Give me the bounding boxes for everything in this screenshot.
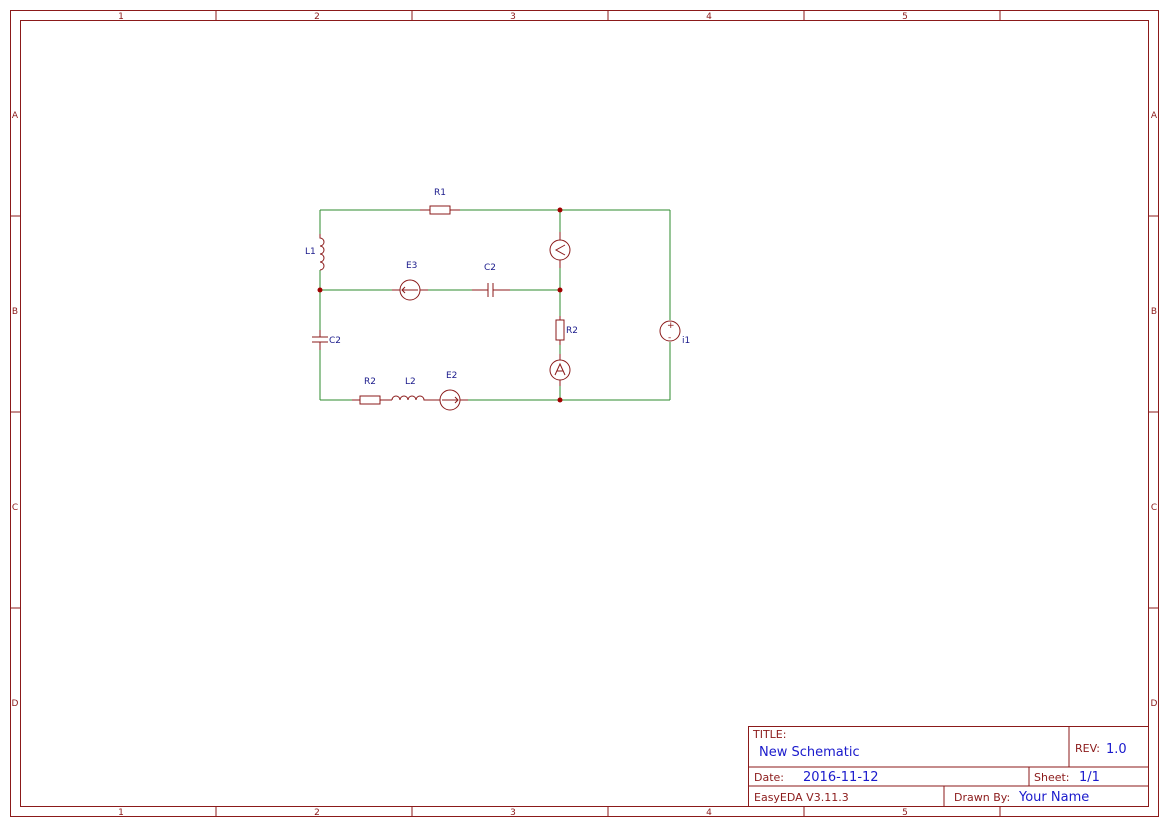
junction-dot <box>557 287 563 293</box>
sheet-label: Sheet: <box>1034 771 1070 784</box>
source-e2[interactable]: E2 <box>432 371 468 411</box>
source-i1[interactable]: + - i1 <box>659 320 690 346</box>
voltmeter[interactable]: V <box>0 0 571 268</box>
l1-label: L1 <box>305 247 316 257</box>
row-label-left-d: D <box>12 699 19 709</box>
col-label-top-4: 4 <box>706 12 712 22</box>
capacitor-c2-top[interactable]: C2 <box>472 263 510 297</box>
inner-frame <box>20 20 1149 807</box>
row-label-right-c: C <box>1151 503 1157 513</box>
junction-dot <box>557 207 563 213</box>
wires <box>319 209 671 401</box>
ammeter[interactable]: A <box>0 0 571 386</box>
rev-label: REV: <box>1075 742 1100 755</box>
row-label-right-b: B <box>1151 307 1157 317</box>
row-label-right-a: A <box>1151 111 1158 121</box>
resistor-r1[interactable]: R1 <box>420 188 460 215</box>
junction-dot <box>557 397 563 403</box>
col-label-bottom-1: 1 <box>118 808 124 818</box>
resistor-r2-right[interactable]: R2 <box>555 316 578 345</box>
capacitor-c2-left[interactable]: C2 <box>312 330 341 350</box>
column-ticks <box>215 10 1001 817</box>
l2-label: L2 <box>405 377 416 387</box>
c2-top-label: C2 <box>484 263 496 273</box>
resistor-r2-bottom[interactable]: R2 <box>352 377 392 405</box>
inductor-l2[interactable]: L2 <box>391 377 432 401</box>
rev-value: 1.0 <box>1106 742 1127 757</box>
col-label-top-3: 3 <box>510 12 516 22</box>
e2-label: E2 <box>446 371 457 381</box>
col-label-bottom-2: 2 <box>314 808 320 818</box>
row-label-left-b: B <box>12 307 18 317</box>
col-label-top-5: 5 <box>902 12 908 22</box>
source-e3[interactable]: E3 <box>392 261 428 301</box>
row-label-left-c: C <box>12 503 18 513</box>
outer-frame <box>10 10 1159 817</box>
drawn-by-label: Drawn By: <box>954 791 1010 804</box>
r2-bottom-label: R2 <box>364 377 376 387</box>
software-version: EasyEDA V3.11.3 <box>754 791 849 804</box>
row-label-right-d: D <box>1151 699 1158 709</box>
i1-plus: + <box>667 321 675 331</box>
i1-label: i1 <box>682 336 690 346</box>
row-label-left-a: A <box>12 111 19 121</box>
col-label-bottom-4: 4 <box>706 808 712 818</box>
r1-label: R1 <box>434 188 446 198</box>
col-label-top-2: 2 <box>314 12 320 22</box>
e3-label: E3 <box>406 261 417 271</box>
c2-left-label: C2 <box>329 336 341 346</box>
row-ticks <box>10 215 1159 609</box>
title-label: TITLE: <box>752 728 786 741</box>
inductor-l1[interactable]: L1 <box>305 234 325 271</box>
sheet-value: 1/1 <box>1079 770 1100 785</box>
drawn-by-value: Your Name <box>1018 790 1089 805</box>
i1-minus: - <box>668 333 671 343</box>
date-label: Date: <box>754 771 784 784</box>
col-label-top-1: 1 <box>118 12 124 22</box>
junctions <box>317 207 563 403</box>
col-label-bottom-5: 5 <box>902 808 908 818</box>
col-label-bottom-3: 3 <box>510 808 516 818</box>
r2-right-label: R2 <box>566 326 578 336</box>
date-value: 2016-11-12 <box>803 770 879 785</box>
title-value: New Schematic <box>759 745 860 760</box>
junction-dot <box>317 287 323 293</box>
title-block: TITLE: New Schematic REV: 1.0 Date: 2016… <box>748 726 1149 807</box>
